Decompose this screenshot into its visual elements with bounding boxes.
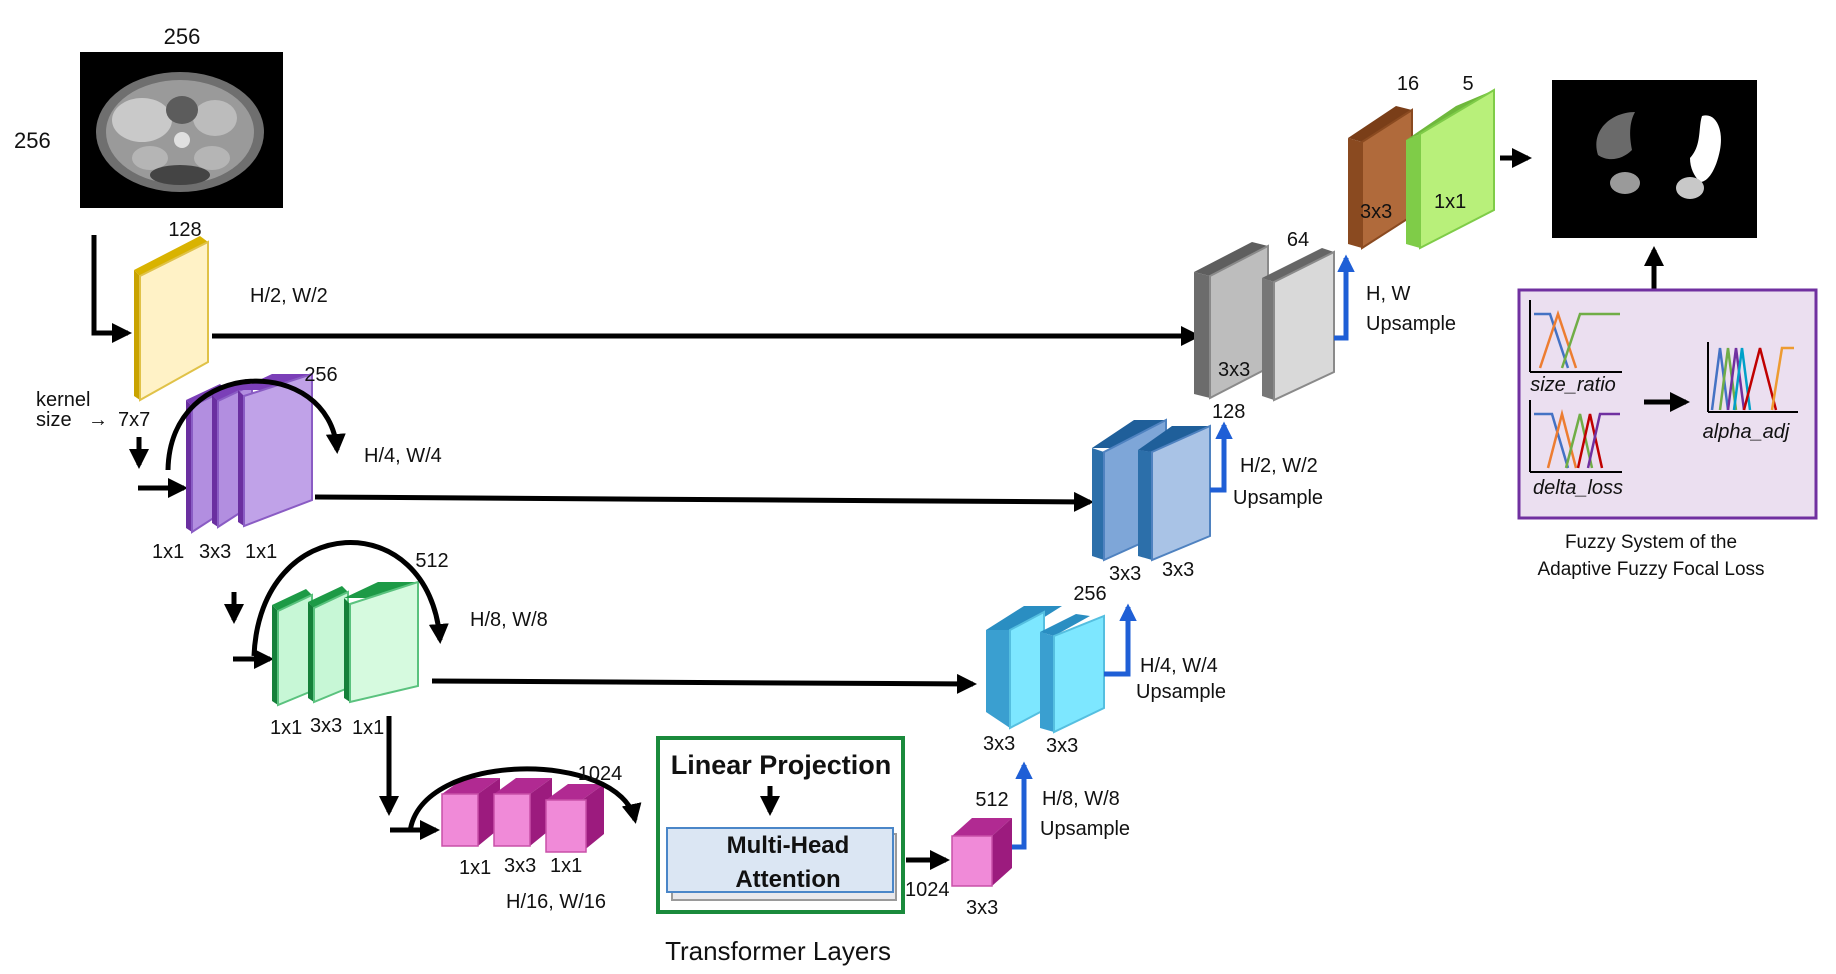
d3-channels: 256 bbox=[1073, 583, 1106, 605]
stem-channels: 128 bbox=[168, 219, 201, 241]
d2-upsample-arrow bbox=[1210, 421, 1233, 493]
d3-up-label-2: Upsample bbox=[1136, 681, 1226, 703]
decoder-d1-blocks bbox=[1194, 242, 1335, 402]
decoder-d4-cube bbox=[951, 818, 1012, 887]
d1-up-label-2: Upsample bbox=[1366, 313, 1456, 335]
d1-kernel: 3x3 bbox=[1218, 359, 1250, 381]
transformer-block bbox=[656, 736, 905, 914]
stage3-cubes bbox=[441, 778, 604, 853]
stage3-kernel-3: 1x1 bbox=[550, 855, 582, 877]
stage1-skip-label: H/4, W/4 bbox=[364, 445, 442, 467]
d4-upsample-arrow bbox=[1012, 761, 1033, 850]
stage1-kernel-3: 1x1 bbox=[245, 541, 277, 563]
input-arrow bbox=[91, 235, 132, 343]
kernel-size-pointer: → bbox=[88, 409, 108, 431]
stem-block bbox=[134, 236, 209, 402]
d3-up-label-1: H/4, W/4 bbox=[1140, 655, 1218, 677]
d2-channels: 128 bbox=[1212, 401, 1245, 423]
stage2-residual-arrow bbox=[251, 540, 449, 657]
d2-kernel-2: 3x3 bbox=[1162, 559, 1194, 581]
d1-channels: 64 bbox=[1287, 229, 1309, 251]
delta-loss-plot bbox=[1529, 400, 1622, 473]
decoder-d3-blocks bbox=[986, 606, 1105, 734]
d2-up-label-1: H/2, W/2 bbox=[1240, 455, 1318, 477]
stage1-channels: 256 bbox=[304, 364, 337, 386]
decoder-d2-blocks bbox=[1092, 418, 1211, 562]
head-kernel-a: 3x3 bbox=[1360, 201, 1392, 223]
stage3-residual-arrow bbox=[407, 766, 642, 833]
stage2-kernel-3: 1x1 bbox=[352, 717, 384, 739]
head-channels-b: 5 bbox=[1462, 73, 1473, 95]
stage2-skip-label: H/8, W/8 bbox=[470, 609, 548, 631]
stage3-kernel-2: 3x3 bbox=[504, 855, 536, 877]
transformer-out-channels: 1024 bbox=[905, 879, 950, 901]
size-ratio-label: size_ratio bbox=[1530, 374, 1616, 396]
stage1-kernel-1: 1x1 bbox=[152, 541, 184, 563]
d4-up-label-1: H/8, W/8 bbox=[1042, 788, 1120, 810]
stem-skip-label: H/2, W/2 bbox=[250, 285, 328, 307]
stage2-kernel-2: 3x3 bbox=[310, 715, 342, 737]
linear-projection-label: Linear Projection bbox=[671, 750, 892, 780]
alpha-adj-label: alpha_adj bbox=[1703, 421, 1790, 443]
kernel-size-label-1: kernel bbox=[36, 389, 90, 411]
d1-upsample-arrow bbox=[1334, 254, 1355, 341]
d1-up-label-1: H, W bbox=[1366, 283, 1411, 305]
stage1-residual-arrow bbox=[165, 378, 346, 471]
stem-kernel: 7x7 bbox=[118, 409, 150, 431]
stage3-kernel-1: 1x1 bbox=[459, 857, 491, 879]
input-width-label: 256 bbox=[164, 24, 201, 49]
input-image bbox=[80, 52, 283, 208]
d3-kernel-2: 3x3 bbox=[1046, 735, 1078, 757]
d2-up-label-2: Upsample bbox=[1233, 487, 1323, 509]
d3-upsample-arrow bbox=[1104, 603, 1137, 677]
kernel-size-label-2: size bbox=[36, 409, 72, 431]
fuzzy-caption-1: Fuzzy System of the bbox=[1565, 532, 1737, 553]
d2-kernel-1: 3x3 bbox=[1109, 563, 1141, 585]
output-mask bbox=[1552, 80, 1757, 238]
transformer-caption: Transformer Layers bbox=[665, 936, 891, 966]
head-channels-a: 16 bbox=[1397, 73, 1419, 95]
input-height-label: 256 bbox=[14, 128, 51, 153]
head-blocks bbox=[1348, 88, 1495, 250]
alpha-adj-plot bbox=[1707, 342, 1798, 413]
d4-up-label-2: Upsample bbox=[1040, 818, 1130, 840]
stage3-channels: 1024 bbox=[578, 763, 623, 785]
attention-label-2: Attention bbox=[735, 866, 840, 893]
attention-label-1: Multi-Head bbox=[727, 832, 850, 859]
stage2-kernel-1: 1x1 bbox=[270, 717, 302, 739]
fuzzy-caption-2: Adaptive Fuzzy Focal Loss bbox=[1537, 559, 1764, 580]
stage1-blocks bbox=[186, 372, 313, 534]
d4-kernel: 3x3 bbox=[966, 897, 998, 919]
skip-arrow-2 bbox=[314, 491, 1094, 512]
skip-arrow-3 bbox=[431, 673, 977, 694]
stage3-resolution: H/16, W/16 bbox=[506, 891, 606, 913]
size-ratio-plot bbox=[1529, 300, 1622, 373]
delta-loss-label: delta_loss bbox=[1533, 477, 1623, 499]
d3-kernel-1: 3x3 bbox=[983, 733, 1015, 755]
head-kernel-b: 1x1 bbox=[1434, 191, 1466, 213]
stage2-blocks bbox=[272, 580, 419, 707]
d4-channels: 512 bbox=[975, 789, 1008, 811]
stage1-kernel-2: 3x3 bbox=[199, 541, 231, 563]
stage2-channels: 512 bbox=[415, 550, 448, 572]
